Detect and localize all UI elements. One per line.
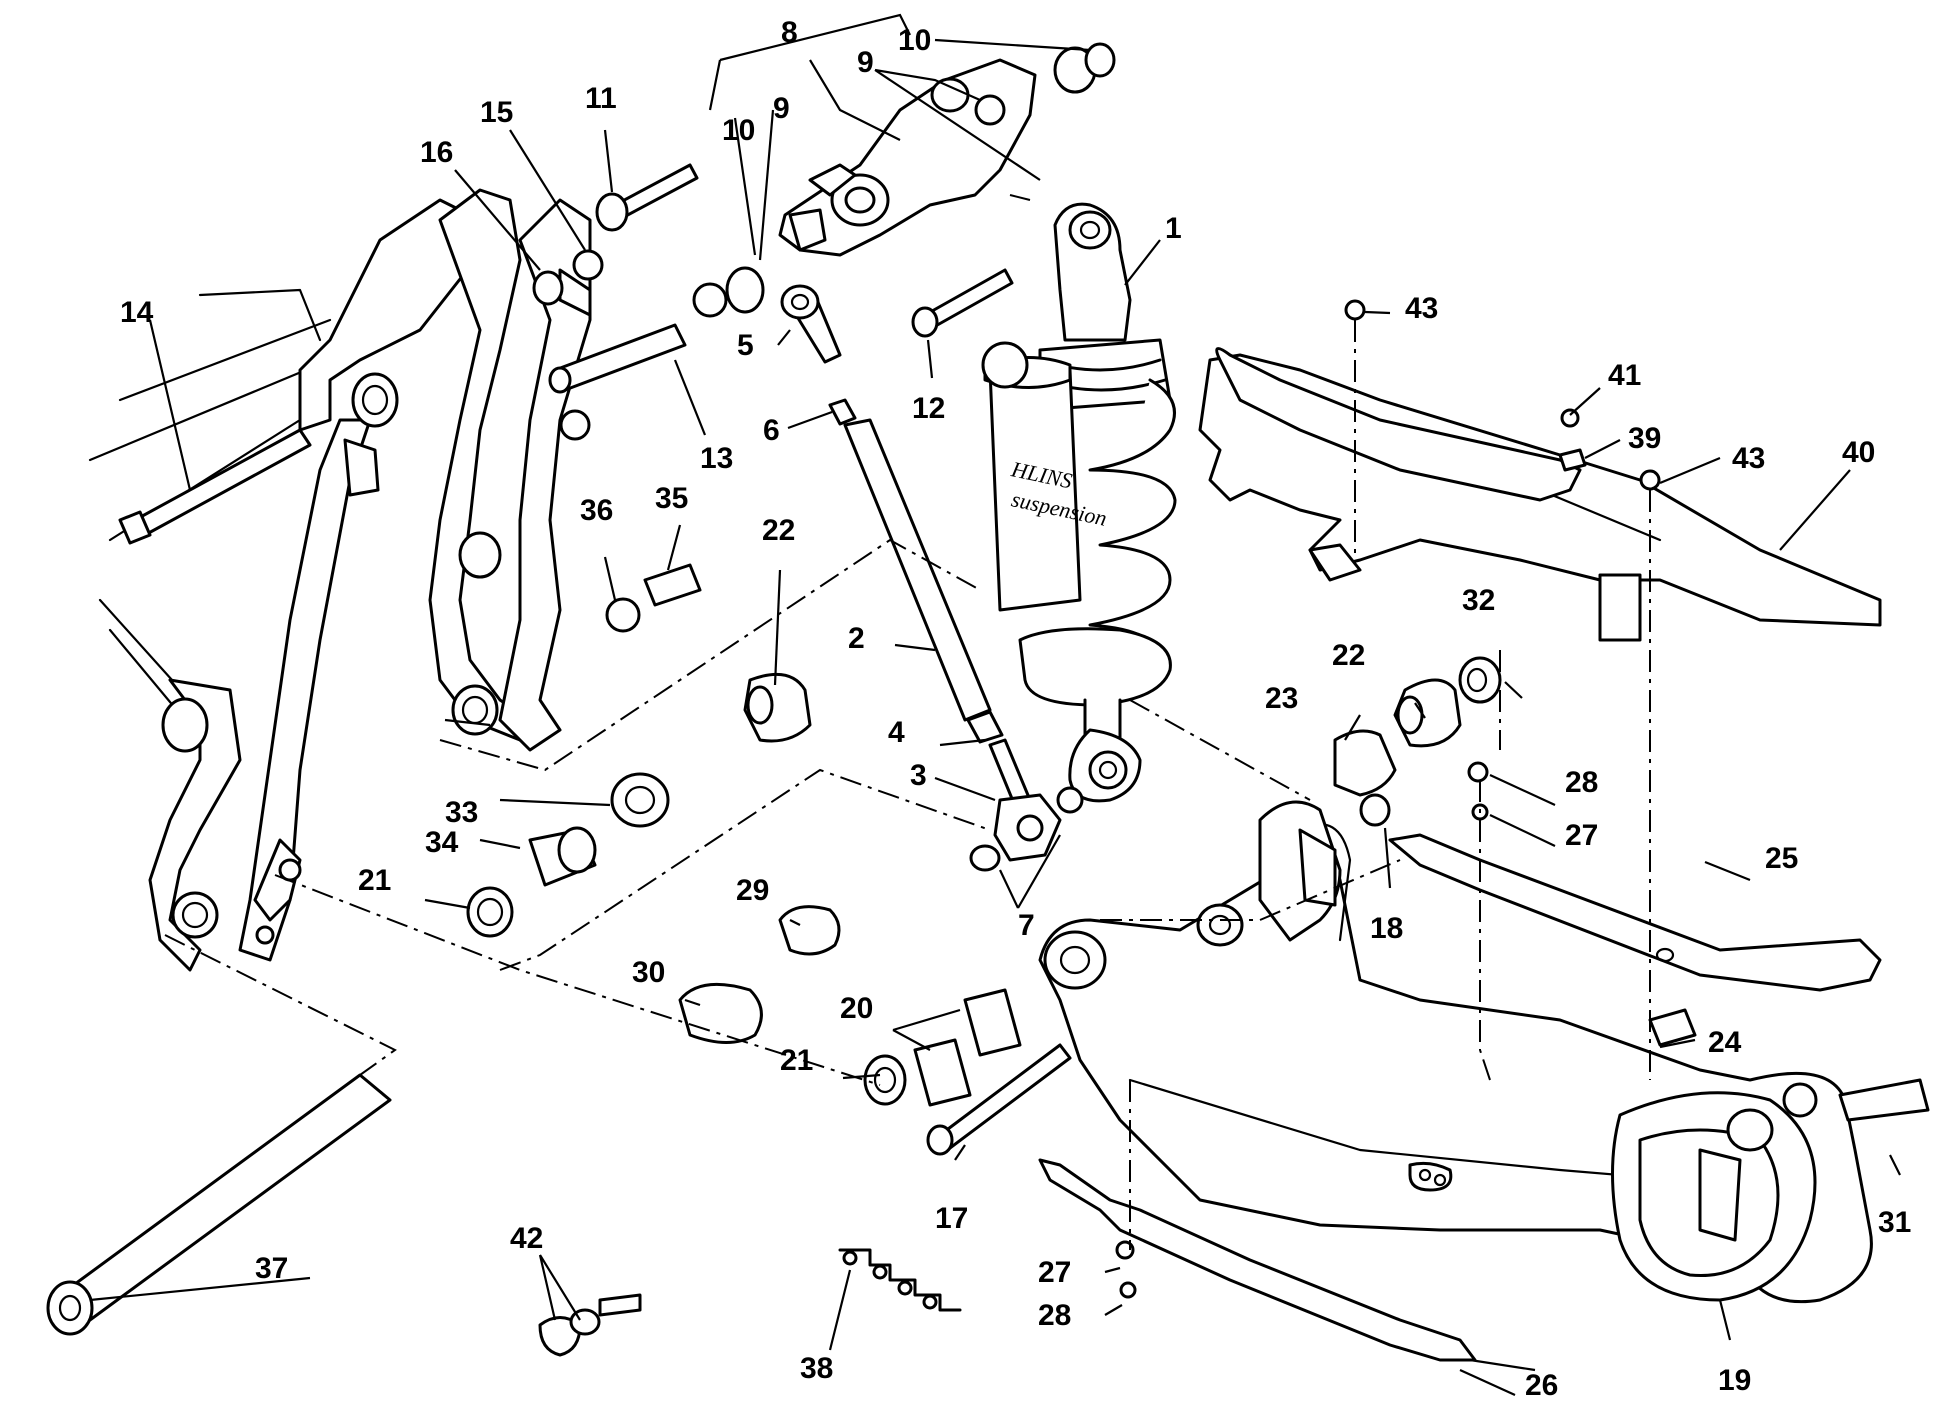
callout-43-right: 43 <box>1732 442 1765 475</box>
callout-9-top: 9 <box>857 46 874 79</box>
lower-chain-slider <box>1388 833 1882 992</box>
callout-21-left: 21 <box>358 864 391 897</box>
callout-40: 40 <box>1842 436 1875 469</box>
small-parts <box>466 42 1930 1357</box>
callout-39: 39 <box>1628 422 1661 455</box>
callout-18: 18 <box>1370 912 1403 945</box>
callout-20: 20 <box>840 992 873 1025</box>
callout-7: 7 <box>1018 909 1035 942</box>
callout-14: 14 <box>120 296 154 329</box>
callout-35: 35 <box>655 482 688 515</box>
callout-43-top: 43 <box>1405 292 1438 325</box>
callout-42: 42 <box>510 1222 543 1255</box>
callout-30: 30 <box>632 956 665 989</box>
callout-5: 5 <box>737 329 754 362</box>
tie-rod-assembly <box>780 284 1084 872</box>
frame <box>148 188 592 972</box>
upper-chain-slider <box>1215 347 1582 502</box>
callout-22-left: 22 <box>762 514 795 547</box>
callout-26: 26 <box>1525 1369 1558 1402</box>
callout-29: 29 <box>736 874 769 907</box>
callout-2: 2 <box>848 622 865 655</box>
callout-37: 37 <box>255 1252 288 1285</box>
callout-31: 31 <box>1878 1206 1911 1239</box>
callout-11: 11 <box>585 82 617 115</box>
callout-23: 23 <box>1265 682 1298 715</box>
callout-33: 33 <box>445 796 478 829</box>
bolts-and-shafts <box>46 163 1072 1336</box>
callout-25: 25 <box>1765 842 1798 875</box>
callout-28-right: 28 <box>1565 766 1598 799</box>
rocker-link <box>778 58 1037 257</box>
callout-36: 36 <box>580 494 613 527</box>
callout-9-left: 9 <box>773 92 790 125</box>
callout-16: 16 <box>420 136 453 169</box>
callout-13: 13 <box>700 442 733 475</box>
callout-24: 24 <box>1708 1026 1742 1059</box>
callout-21-right: 21 <box>780 1044 813 1077</box>
callout-3: 3 <box>910 759 927 792</box>
callout-4: 4 <box>888 716 905 749</box>
callout-8: 8 <box>781 16 798 49</box>
construction-lines <box>164 194 1651 1250</box>
callout-28-bottom: 28 <box>1038 1299 1071 1332</box>
callout-19: 19 <box>1718 1364 1751 1397</box>
callout-27-right: 27 <box>1565 819 1598 852</box>
callout-22-right: 22 <box>1332 639 1365 672</box>
callout-10-top: 10 <box>898 24 931 57</box>
callout-27-bottom: 27 <box>1038 1256 1071 1289</box>
callout-10-left: 10 <box>722 114 755 147</box>
leader-lines <box>89 13 1901 1397</box>
callout-41: 41 <box>1608 359 1641 392</box>
callout-32: 32 <box>1462 584 1495 617</box>
shock-absorber: HLINS suspension <box>981 202 1177 803</box>
callout-12: 12 <box>912 392 945 425</box>
callout-1: 1 <box>1165 212 1182 245</box>
swingarm <box>1038 800 1873 1304</box>
callout-38: 38 <box>800 1352 833 1385</box>
callout-34: 34 <box>425 826 459 859</box>
callout-17: 17 <box>935 1202 968 1235</box>
callout-6: 6 <box>763 414 780 447</box>
callout-labels: 1 2 3 4 5 6 7 8 9 9 10 10 11 12 13 14 15… <box>120 16 1911 1402</box>
callout-15: 15 <box>480 96 513 129</box>
